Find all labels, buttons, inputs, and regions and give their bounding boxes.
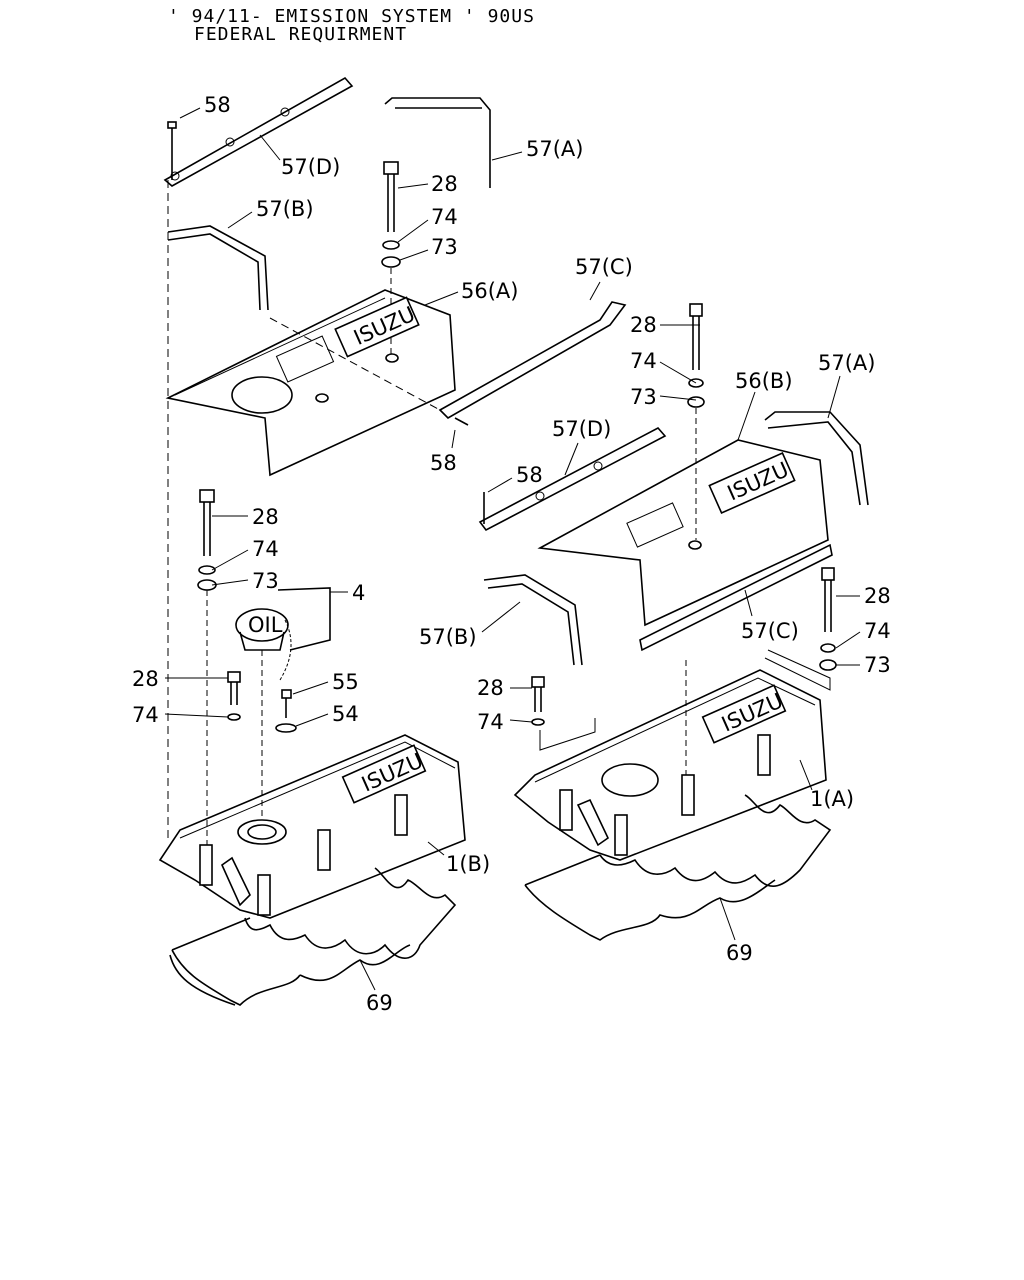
label-73: 73	[252, 569, 279, 593]
strap-57d-left	[163, 76, 354, 187]
screw-55	[281, 689, 292, 718]
label-4: 4	[352, 581, 365, 605]
label-74: 74	[630, 349, 657, 373]
label-54: 54	[332, 702, 359, 726]
bar-57c-upper	[438, 301, 627, 419]
diagram-title-line1: ' 94/11- EMISSION SYSTEM ' 90US	[168, 6, 535, 27]
label-74: 74	[252, 537, 279, 561]
label-1a: 1(A)	[810, 787, 854, 811]
oil-filler-cap: OIL	[235, 587, 331, 820]
bracket-57b-left	[167, 225, 269, 311]
label-74: 74	[431, 205, 458, 229]
label-28: 28	[132, 667, 159, 691]
bracket-57a-left	[384, 97, 491, 188]
label-57b: 57(B)	[256, 197, 314, 221]
diagram-title-line2: FEDERAL REQUIRMENT	[194, 24, 408, 45]
label-56b: 56(B)	[735, 369, 793, 393]
label-58: 58	[516, 463, 543, 487]
valve-cover-1b: ISUZU	[158, 734, 466, 919]
bolt-28-small-left	[227, 671, 241, 721]
label-1b: 1(B)	[446, 852, 490, 876]
label-57c: 57(C)	[575, 255, 633, 279]
label-56a: 56(A)	[461, 279, 518, 303]
bolt-28-left-lower	[197, 489, 217, 845]
label-74: 74	[477, 710, 504, 734]
label-57b: 57(B)	[419, 625, 477, 649]
label-58: 58	[430, 451, 457, 475]
label-57d: 57(D)	[552, 417, 611, 441]
clip-54	[275, 723, 297, 733]
label-57a: 57(A)	[818, 351, 875, 375]
label-73: 73	[630, 385, 657, 409]
label-28: 28	[477, 676, 504, 700]
heat-shield-56a: ISUZU	[165, 289, 456, 477]
label-57c: 57(C)	[741, 619, 799, 643]
label-28: 28	[630, 313, 657, 337]
label-73: 73	[864, 653, 891, 677]
label-69: 69	[726, 941, 753, 965]
bolt-28-right-side	[819, 567, 837, 671]
bar-57c-right	[639, 543, 833, 652]
bolt-28-upper-right	[687, 303, 705, 540]
label-69: 69	[366, 991, 393, 1015]
label-55: 55	[332, 670, 359, 694]
bolt-58-lower	[454, 417, 469, 426]
label-57d: 57(D)	[281, 155, 340, 179]
label-28: 28	[252, 505, 279, 529]
valve-cover-1a: ISUZU	[513, 649, 831, 861]
label-74: 74	[132, 703, 159, 727]
bolt-28-small-right	[531, 676, 596, 751]
bracket-57b-right	[483, 574, 583, 666]
label-28: 28	[431, 172, 458, 196]
oil-cap-text: OIL	[248, 613, 283, 637]
label-28: 28	[864, 584, 891, 608]
label-57a: 57(A)	[526, 137, 583, 161]
label-73: 73	[431, 235, 458, 259]
leader-lines	[164, 107, 861, 991]
label-58: 58	[204, 93, 231, 117]
strap-57d-right	[478, 426, 667, 532]
label-74: 74	[864, 619, 891, 643]
part-labels: 58 57(D) 57(A) 57(B) 28 74 73 56(A) 57(C…	[132, 93, 891, 1015]
bolt-58-left	[167, 121, 177, 180]
